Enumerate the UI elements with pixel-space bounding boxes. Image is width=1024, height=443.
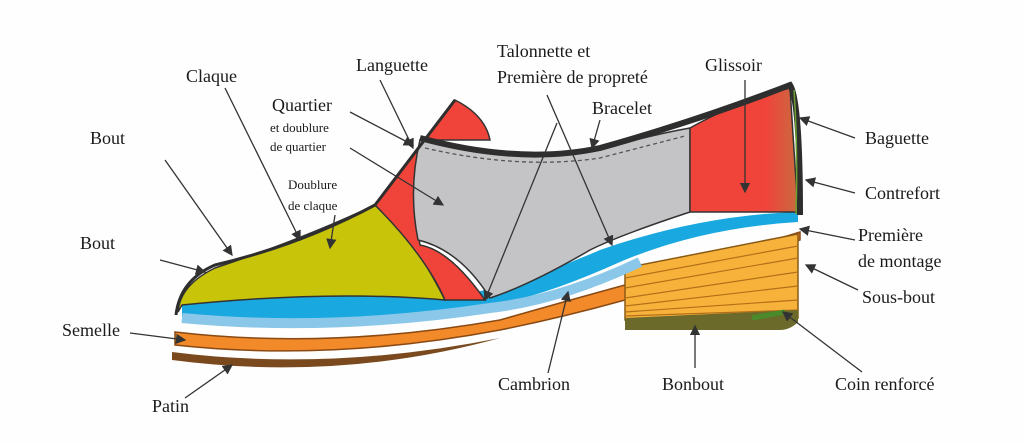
label-doublure-claque-1: Doublure: [288, 177, 338, 192]
label-premiere-montage-1: Première: [858, 225, 923, 245]
label-glissoir: Glissoir: [705, 55, 763, 75]
label-semelle: Semelle: [62, 320, 120, 340]
label-contrefort: Contrefort: [865, 183, 940, 203]
leader-lines: [129, 79, 863, 399]
heel-block: [624, 233, 799, 330]
label-talonnette-2: Première de propreté: [497, 67, 648, 87]
label-claque: Claque: [186, 66, 237, 86]
label-coin-renforce: Coin renforcé: [835, 374, 935, 394]
label-bout-lower: Bout: [80, 233, 116, 253]
label-quartier-2: et doublure: [270, 120, 329, 135]
label-sous-bout: Sous-bout: [862, 287, 936, 307]
label-cambrion: Cambrion: [498, 374, 570, 394]
glissoir-shape: [689, 87, 799, 213]
label-premiere-montage-2: de montage: [858, 251, 942, 271]
semelle-shape: [174, 230, 801, 352]
patin-shape: [172, 338, 500, 368]
label-quartier-3: de quartier: [270, 139, 326, 154]
label-patin: Patin: [152, 396, 190, 416]
label-doublure-claque-2: de claque: [288, 198, 338, 213]
label-bout-upper: Bout: [90, 128, 126, 148]
label-talonnette-1: Talonnette et: [497, 41, 591, 61]
label-quartier: Quartier: [272, 95, 332, 115]
label-baguette: Baguette: [865, 128, 929, 148]
label-languette: Languette: [356, 55, 428, 75]
bracelet-outline: [419, 81, 803, 216]
label-bonbout: Bonbout: [662, 374, 725, 394]
label-bracelet: Bracelet: [592, 98, 652, 118]
